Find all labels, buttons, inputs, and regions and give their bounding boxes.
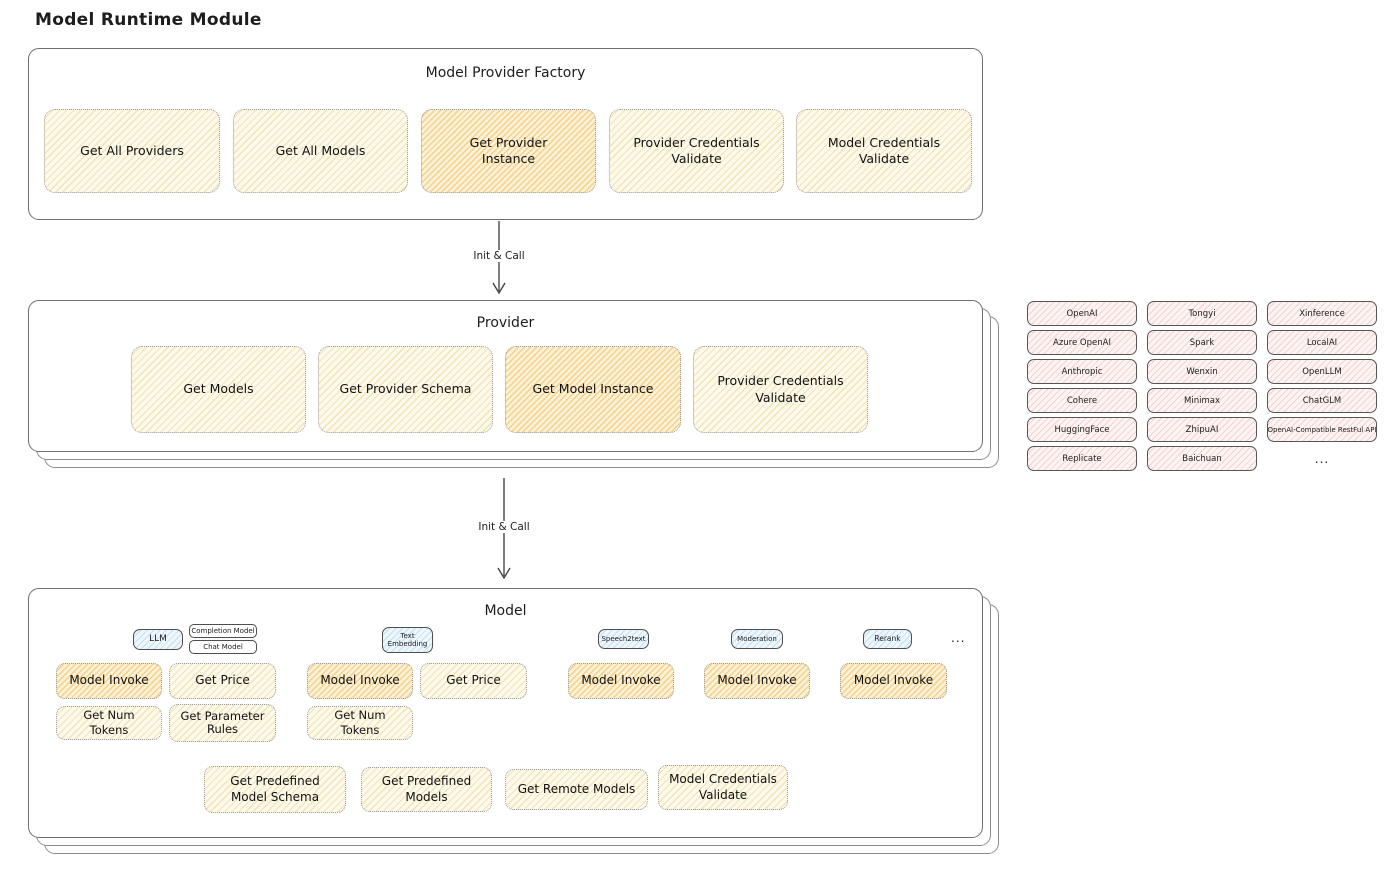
page-title: Model Runtime Module [35, 10, 262, 30]
model-title: Model [484, 603, 527, 619]
get-predefined-model-schema: Get Predefined Model Schema [204, 766, 346, 813]
provider-pill-baichuan: Baichuan [1147, 446, 1257, 471]
tab-llm: LLM [133, 629, 183, 650]
provider-pill-spark: Spark [1147, 330, 1257, 355]
text-embedding-get-num-tokens: Get Num Tokens [307, 706, 413, 740]
get-remote-models: Get Remote Models [505, 769, 648, 810]
get-predefined-models: Get Predefined Models [361, 767, 492, 812]
factory-model-credentials-validate: Model Credentials Validate [796, 109, 972, 193]
model-provider-factory-box: Model Provider Factory Get All Providers… [28, 48, 983, 220]
provider-pill-tongyi: Tongyi [1147, 301, 1257, 326]
provider-box: Provider Get Models Get Provider Schema … [28, 300, 983, 452]
tab-rerank: Rerank [863, 629, 912, 649]
provider-pill-replicate: Replicate [1027, 446, 1137, 471]
text-embedding-model-invoke: Model Invoke [307, 663, 413, 699]
llm-get-num-tokens: Get Num Tokens [56, 706, 162, 740]
model-box: Model LLM Completion Model Chat Model Te… [28, 588, 983, 838]
provider-pill-localai: LocalAI [1267, 330, 1377, 355]
init-call-label-bottom: Init & Call [461, 521, 547, 533]
provider-pill-cohere: Cohere [1027, 388, 1137, 413]
rerank-model-invoke: Model Invoke [840, 663, 947, 699]
provider-pill-wenxin: Wenxin [1147, 359, 1257, 384]
tab-speech2text: Speech2text [598, 629, 649, 649]
chip-completion-model: Completion Model [189, 624, 257, 638]
provider-pill-openai-compatible: OpenAI-Compatible RestFul API [1267, 417, 1377, 442]
provider-pill-huggingface: HuggingFace [1027, 417, 1137, 442]
provider-pill-anthropic: Anthropic [1027, 359, 1137, 384]
provider-title: Provider [476, 315, 535, 331]
factory-get-all-providers: Get All Providers [44, 109, 220, 193]
provider-list-more: ... [1314, 451, 1330, 466]
init-call-label-top: Init & Call [456, 250, 542, 262]
llm-get-parameter-rules: Get Parameter Rules [169, 704, 276, 742]
factory-provider-credentials-validate: Provider Credentials Validate [609, 109, 784, 193]
provider-get-models: Get Models [131, 346, 306, 433]
provider-get-provider-schema: Get Provider Schema [318, 346, 493, 433]
chip-chat-model: Chat Model [189, 640, 257, 654]
provider-pill-zhipuai: ZhipuAI [1147, 417, 1257, 442]
text-embedding-get-price: Get Price [420, 663, 527, 699]
factory-get-all-models: Get All Models [233, 109, 408, 193]
tab-text-embedding: Text Embedding [382, 627, 433, 653]
tab-moderation: Moderation [731, 629, 783, 649]
provider-pill-azure-openai: Azure OpenAI [1027, 330, 1137, 355]
tabs-more: ... [951, 631, 966, 645]
model-credentials-validate: Model Credentials Validate [658, 765, 788, 810]
moderation-model-invoke: Model Invoke [704, 663, 810, 699]
provider-get-model-instance: Get Model Instance [505, 346, 681, 433]
llm-get-price: Get Price [169, 663, 276, 699]
provider-pill-xinference: Xinference [1267, 301, 1377, 326]
provider-pill-chatglm: ChatGLM [1267, 388, 1377, 413]
llm-model-invoke: Model Invoke [56, 663, 162, 699]
factory-get-provider-instance: Get Provider Instance [421, 109, 596, 193]
provider-list: OpenAI Tongyi Xinference Azure OpenAI Sp… [1027, 301, 1377, 471]
speech2text-model-invoke: Model Invoke [568, 663, 674, 699]
factory-title: Model Provider Factory [425, 65, 586, 81]
provider-credentials-validate: Provider Credentials Validate [693, 346, 868, 433]
provider-pill-minimax: Minimax [1147, 388, 1257, 413]
provider-pill-openai: OpenAI [1027, 301, 1137, 326]
provider-pill-openllm: OpenLLM [1267, 359, 1377, 384]
